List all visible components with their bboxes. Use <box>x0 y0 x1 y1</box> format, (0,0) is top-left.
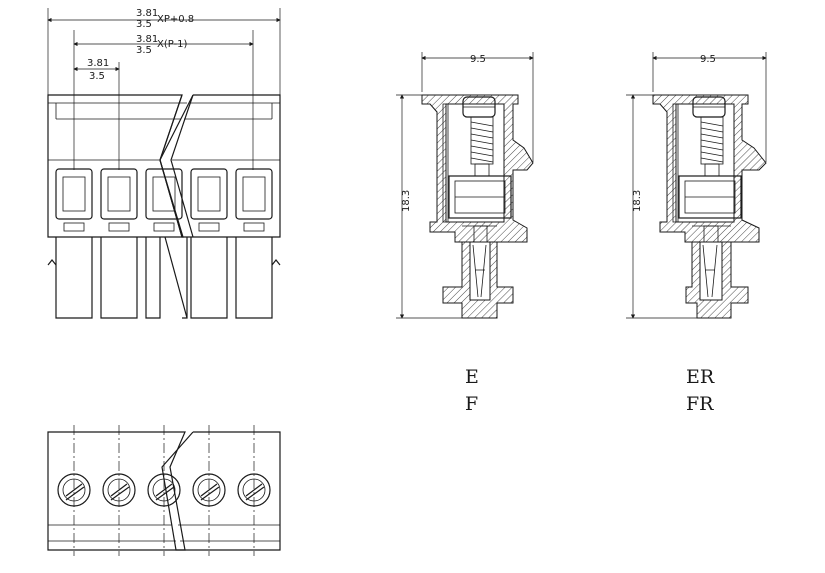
dim-span-a: 3.81 <box>136 34 158 45</box>
dim-overall-b: 3.5 <box>136 19 152 30</box>
side-view-right: 9.5 18.3 ER FR <box>626 52 767 415</box>
front-pins <box>47 236 281 319</box>
screw-heads <box>57 473 271 507</box>
side-left-width-dim: 9.5 <box>470 54 486 65</box>
side-right-height-dim: 18.3 <box>632 190 643 212</box>
side-left-height-dim: 18.3 <box>401 190 412 212</box>
dim-pitch-b: 3.5 <box>89 71 105 82</box>
side-view-left: 9.5 18.3 E F <box>396 52 534 415</box>
side-left-label-f: F <box>465 393 478 415</box>
side-right-label-er: ER <box>686 366 715 388</box>
dim-pitch-a: 3.81 <box>87 58 109 69</box>
side-right-label-fr: FR <box>686 393 714 415</box>
front-body <box>47 94 281 238</box>
dim-span-formula: X(P-1) <box>157 39 188 50</box>
side-left-label-e: E <box>465 366 479 388</box>
side-right-width-dim: 9.5 <box>700 54 716 65</box>
dim-overall-a: 3.81 <box>136 8 158 19</box>
dim-span-b: 3.5 <box>136 45 152 56</box>
wire-entries <box>55 168 273 232</box>
bottom-view <box>47 425 281 556</box>
front-view: 3.81 3.5 XP+0.8 3.81 3.5 X(P-1) 3.81 3.5 <box>47 8 281 319</box>
dim-overall-formula: XP+0.8 <box>157 14 194 25</box>
